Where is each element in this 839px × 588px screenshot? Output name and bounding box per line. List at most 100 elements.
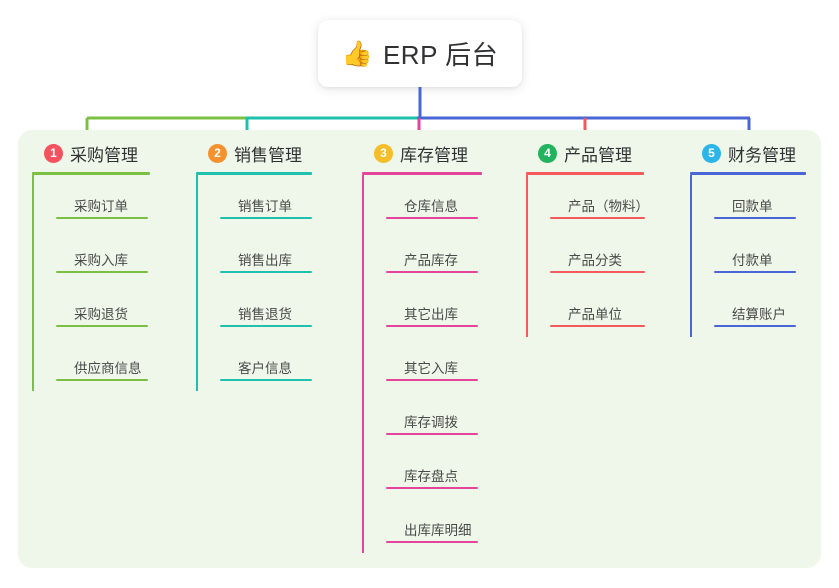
branch-item[interactable]: 其它出库 xyxy=(386,283,514,337)
branch-item-label: 付款单 xyxy=(732,253,773,268)
branch-item-rule xyxy=(714,217,796,219)
branch-column-1: 1 采购管理采购订单采购入库采购退货供应商信息 xyxy=(32,140,182,391)
branch-trunk-line xyxy=(526,175,528,337)
branch-header-2[interactable]: 2 销售管理 xyxy=(196,140,344,166)
branch-item-rule xyxy=(386,379,478,381)
branch-header-5[interactable]: 5 财务管理 xyxy=(690,140,830,166)
branch-item[interactable]: 销售退货 xyxy=(220,283,344,337)
branch-item-rule xyxy=(56,379,148,381)
branch-item-rule xyxy=(386,325,478,327)
branch-item-rule xyxy=(220,271,312,273)
branch-title: 销售管理 xyxy=(234,145,302,165)
branch-item-label: 产品单位 xyxy=(568,307,622,322)
branch-item[interactable]: 供应商信息 xyxy=(56,337,182,391)
branch-item-label: 产品库存 xyxy=(404,253,458,268)
branch-item-rule xyxy=(386,217,478,219)
branch-number-badge: 5 xyxy=(702,143,721,163)
branch-item-rule xyxy=(386,541,478,543)
branch-item-rule xyxy=(386,487,478,489)
branch-item-label: 产品分类 xyxy=(568,253,622,268)
branch-item-rule xyxy=(220,325,312,327)
branch-header-rule xyxy=(362,172,482,175)
branch-item-label: 客户信息 xyxy=(238,361,292,376)
branch-item-rule xyxy=(550,217,645,219)
branch-number-badge: 2 xyxy=(208,143,227,163)
branch-title: 产品管理 xyxy=(564,145,632,165)
branch-item[interactable]: 库存盘点 xyxy=(386,445,514,499)
branch-item-label: 销售订单 xyxy=(238,199,292,214)
branch-item-rule xyxy=(220,379,312,381)
branch-header-rule xyxy=(526,172,644,175)
branches-panel xyxy=(18,130,821,568)
branch-item[interactable]: 仓库信息 xyxy=(386,175,514,229)
branch-item[interactable]: 采购退货 xyxy=(56,283,182,337)
branch-item[interactable]: 客户信息 xyxy=(220,337,344,391)
branch-column-2: 2 销售管理销售订单销售出库销售退货客户信息 xyxy=(196,140,344,391)
branch-item-label: 其它入库 xyxy=(404,361,458,376)
root-node-card[interactable]: 👍 ERP 后台 xyxy=(318,20,522,87)
branch-trunk-line xyxy=(196,175,198,391)
branch-number-badge: 1 xyxy=(44,143,63,163)
branch-item-label: 结算账户 xyxy=(732,307,786,322)
branch-item-list: 销售订单销售出库销售退货客户信息 xyxy=(196,175,344,391)
branch-column-4: 4 产品管理产品（物料） 产品分类产品单位 xyxy=(526,140,676,337)
branch-item[interactable]: 回款单 xyxy=(714,175,830,229)
branch-item[interactable]: 产品（物料） xyxy=(550,175,676,229)
branch-item-rule xyxy=(714,325,796,327)
branch-item-label: 供应商信息 xyxy=(74,361,142,376)
branch-header-rule xyxy=(196,172,312,175)
branch-item[interactable]: 采购入库 xyxy=(56,229,182,283)
root-node-title: ERP 后台 xyxy=(382,40,499,70)
branch-number-badge: 3 xyxy=(374,143,393,163)
branch-item-rule xyxy=(220,217,312,219)
branch-item-rule xyxy=(56,217,148,219)
branch-item[interactable]: 产品分类 xyxy=(550,229,676,283)
branch-item-rule xyxy=(714,271,796,273)
branch-column-3: 3 库存管理仓库信息产品库存其它出库其它入库库存调拨库存盘点出库库明细 xyxy=(362,140,514,553)
branch-item[interactable]: 结算账户 xyxy=(714,283,830,337)
branch-header-4[interactable]: 4 产品管理 xyxy=(526,140,676,166)
branch-item-rule xyxy=(386,271,478,273)
branch-item-label: 采购订单 xyxy=(74,199,128,214)
branch-item[interactable]: 出库库明细 xyxy=(386,499,514,553)
branch-item-rule xyxy=(56,271,148,273)
branch-item-list: 仓库信息产品库存其它出库其它入库库存调拨库存盘点出库库明细 xyxy=(362,175,514,553)
branch-header-1[interactable]: 1 采购管理 xyxy=(32,140,182,166)
branch-item-label: 销售出库 xyxy=(238,253,292,268)
branch-item-label: 其它出库 xyxy=(404,307,458,322)
branch-column-5: 5 财务管理回款单付款单结算账户 xyxy=(690,140,830,337)
branch-item[interactable]: 其它入库 xyxy=(386,337,514,391)
branch-item[interactable]: 付款单 xyxy=(714,229,830,283)
thumbs-up-icon: 👍 xyxy=(341,39,373,68)
branch-item-rule xyxy=(550,271,645,273)
branch-header-rule xyxy=(690,172,806,175)
branch-trunk-line xyxy=(32,175,34,391)
branch-item-list: 采购订单采购入库采购退货供应商信息 xyxy=(32,175,182,391)
branch-item[interactable]: 销售出库 xyxy=(220,229,344,283)
branch-item[interactable]: 销售订单 xyxy=(220,175,344,229)
branch-item-rule xyxy=(550,325,645,327)
branch-header-3[interactable]: 3 库存管理 xyxy=(362,140,514,166)
branch-item-label: 采购入库 xyxy=(74,253,128,268)
branch-title: 库存管理 xyxy=(400,145,468,165)
branch-item-label: 库存盘点 xyxy=(404,469,458,484)
branch-item[interactable]: 产品库存 xyxy=(386,229,514,283)
branch-trunk-line xyxy=(690,175,692,337)
branch-item-label: 采购退货 xyxy=(74,307,128,322)
branch-item-list: 产品（物料） 产品分类产品单位 xyxy=(526,175,676,337)
branch-item-list: 回款单付款单结算账户 xyxy=(690,175,830,337)
branch-item[interactable]: 采购订单 xyxy=(56,175,182,229)
branch-trunk-line xyxy=(362,175,364,553)
branch-item[interactable]: 产品单位 xyxy=(550,283,676,337)
branch-item-label: 销售退货 xyxy=(238,307,292,322)
branch-item-label: 库存调拨 xyxy=(404,415,458,430)
branch-item-label: 仓库信息 xyxy=(404,199,458,214)
branch-item[interactable]: 库存调拨 xyxy=(386,391,514,445)
branch-title: 财务管理 xyxy=(728,145,796,165)
branch-header-rule xyxy=(32,172,150,175)
branch-item-label: 产品（物料） xyxy=(568,199,649,214)
branch-title: 采购管理 xyxy=(70,145,138,165)
branch-number-badge: 4 xyxy=(538,143,557,163)
branch-item-rule xyxy=(386,433,478,435)
